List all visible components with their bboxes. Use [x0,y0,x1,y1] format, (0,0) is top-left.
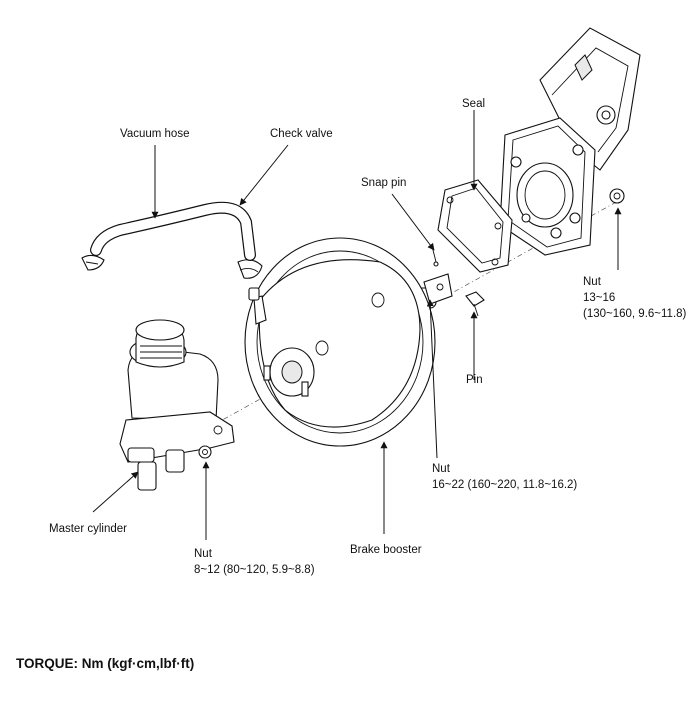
label-left-nut-torque: 8~12 (80~120, 5.9~8.8) [194,564,315,576]
label-mid-nut-torque: 16~22 (160~220, 11.8~16.2) [432,479,578,491]
label-right-nut-title: Nut [583,276,601,288]
left-nut [198,445,212,459]
clevis-pin [465,291,485,317]
label-mid-nut-title: Nut [432,463,450,475]
leader-lines [92,110,622,540]
torque-units-footer: TORQUE: Nm (kgf·cm,lbf·ft) [16,656,195,671]
label-master-cylinder: Master cylinder [49,523,127,535]
vacuum-hose [81,201,256,271]
label-vacuum-hose: Vacuum hose [120,128,190,140]
label-pin: Pin [466,374,483,386]
seal-gasket [437,179,513,273]
label-snap-pin: Snap pin [361,177,407,189]
leader-mid-nut [426,299,438,459]
label-right-nut-torque-units: (130~160, 9.6~11.8) [583,308,687,320]
right-nut [609,188,625,204]
leader-master-cylinder [92,471,139,513]
label-right-nut-torque: 13~16 [583,292,616,304]
label-check-valve: Check valve [270,128,333,140]
check-valve [237,259,263,279]
leader-check-valve [239,144,289,206]
leader-snap-pin [391,193,435,251]
master-cylinder [119,319,235,491]
label-seal: Seal [462,98,486,110]
mounting-bracket [499,27,641,256]
label-left-nut-title: Nut [194,548,212,560]
brake-booster-body [244,237,436,447]
label-brake-booster: Brake booster [350,544,422,556]
